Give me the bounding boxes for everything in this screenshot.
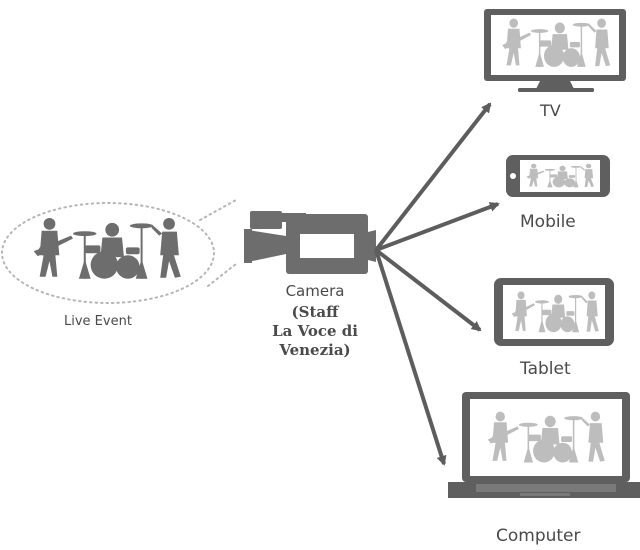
computer-label: Computer <box>496 526 581 546</box>
arrow-to-computer <box>374 249 447 466</box>
arrow-to-tablet <box>374 248 482 332</box>
camera-icon <box>244 211 376 274</box>
camera-credit: (Staff La Voce di Venezia) <box>272 303 358 359</box>
tv-label: TV <box>540 101 561 120</box>
mobile-icon <box>506 155 610 197</box>
mobile-label: Mobile <box>520 212 576 232</box>
live-event-bubble <box>1 202 215 304</box>
live-event-label: Live Event <box>64 314 132 329</box>
arrow-to-mobile <box>375 202 500 252</box>
arrow-to-tv <box>374 102 492 252</box>
live-band-silhouette <box>33 217 181 279</box>
tablet-label: Tablet <box>520 359 571 379</box>
tablet-icon <box>494 278 614 346</box>
tv-icon <box>484 9 626 92</box>
camera-label: Camera <box>285 282 345 300</box>
bubble-tail <box>199 199 237 287</box>
computer-icon <box>448 392 640 498</box>
distribution-arrows <box>374 102 500 466</box>
